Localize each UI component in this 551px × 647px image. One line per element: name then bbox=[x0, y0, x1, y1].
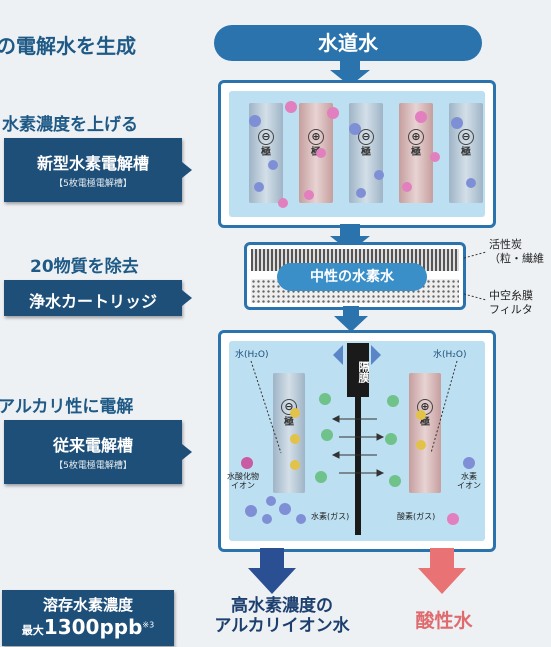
electrode-word: 極 bbox=[411, 147, 421, 158]
new-electrolysis-unit: ⊖ 極 ⊕ 極 ⊖ 極 ⊕ 極 ⊖ 極 bbox=[218, 80, 496, 228]
section1-callout-title: 新型水素電解槽 bbox=[36, 154, 149, 173]
alkaline-outflow-arrow bbox=[248, 548, 296, 594]
acid-outflow-arrow bbox=[418, 548, 466, 594]
badge-note: ※3 bbox=[142, 620, 155, 630]
right-chevron bbox=[371, 345, 381, 365]
hydrogen-gas-bubbles bbox=[245, 496, 306, 524]
section1-heading: 水素濃度を上げる bbox=[2, 115, 138, 135]
tap-water-banner: 水道水 bbox=[214, 25, 482, 61]
negative-sign: ⊖ bbox=[458, 129, 474, 145]
hydrogen-ion-label: 水素 イオン bbox=[457, 472, 481, 491]
hydroxide-ion-label: 水酸化物 イオン bbox=[227, 472, 259, 491]
hydroxide-ion bbox=[241, 457, 253, 469]
unit1-electrode-negative-2: ⊖ 極 bbox=[349, 103, 383, 203]
hollow-fiber-sub: フィルタ bbox=[489, 302, 533, 316]
section3-callout-title: 従来電解槽 bbox=[52, 436, 133, 455]
activated-carbon-title: 活性炭 bbox=[489, 238, 522, 251]
positive-sign: ⊕ bbox=[308, 129, 324, 145]
unit3-electrode-negative: ⊖ 極 bbox=[273, 373, 305, 493]
membrane bbox=[355, 395, 361, 535]
hydroxide-ion-line2: イオン bbox=[231, 480, 255, 490]
negative-sign: ⊖ bbox=[281, 399, 297, 415]
left-chevron bbox=[333, 345, 343, 365]
section3-callout: 従来電解槽 【5枚電極電解槽】 bbox=[4, 420, 182, 484]
negative-sign: ⊖ bbox=[358, 129, 374, 145]
filter-cartridge-unit: 中性の水素水 bbox=[244, 242, 466, 310]
section3-callout-sub: 【5枚電極電解槽】 bbox=[54, 461, 132, 471]
hydrogen-gas-label: 水素(ガス) bbox=[311, 512, 350, 521]
electrode-word: 極 bbox=[361, 147, 371, 158]
hydrogen-ion-line1: 水素 bbox=[461, 472, 477, 481]
water-right-label: 水(H₂O) bbox=[433, 350, 467, 360]
unit3-electrode-positive: ⊕ 極 bbox=[409, 373, 441, 493]
activated-carbon-label: 活性炭 （粒・繊維 bbox=[489, 238, 544, 266]
positive-sign: ⊕ bbox=[408, 129, 424, 145]
hydrogen-ion-line2: イオン bbox=[457, 480, 481, 490]
activated-carbon-sub: （粒・繊維 bbox=[489, 251, 544, 265]
badge-title: 溶存水素濃度 bbox=[42, 596, 133, 614]
alkaline-water-label: 高水素濃度の アルカリイオン水 bbox=[182, 596, 382, 637]
section2-callout: 浄水カートリッジ bbox=[4, 280, 182, 316]
section2-callout-title: 浄水カートリッジ bbox=[28, 292, 157, 311]
neutral-hydrogen-water-pill: 中性の水素水 bbox=[277, 263, 427, 291]
hollow-fiber-label: 中空糸膜 フィルタ bbox=[489, 289, 533, 317]
section3-heading: アルカリ性に電解 bbox=[0, 397, 134, 417]
negative-sign: ⊖ bbox=[258, 129, 274, 145]
water-left-label: 水(H₂O) bbox=[235, 350, 269, 360]
filter-leader-lines bbox=[464, 251, 487, 301]
section1-pointer bbox=[182, 162, 192, 178]
conventional-electrolysis-unit: 水(H₂O) 水(H₂O) ⊖ 極 ⊕ 極 隔膜 bbox=[218, 330, 496, 552]
hydrogen-ion bbox=[463, 457, 475, 469]
section1-callout-sub: 【5枚電極電解槽】 bbox=[54, 179, 132, 189]
badge-value: 1300ppb bbox=[43, 615, 143, 639]
unit1-bubbles bbox=[249, 101, 476, 208]
unit3-diagram bbox=[241, 345, 475, 525]
membrane-label-box: 隔膜 bbox=[347, 343, 370, 397]
flow-arrow-2 bbox=[334, 306, 368, 332]
green-ions bbox=[315, 393, 401, 487]
badge-prefix: 最大 bbox=[21, 624, 44, 637]
electrode-word: 極 bbox=[284, 417, 294, 428]
hollow-fiber-title: 中空糸膜 bbox=[489, 289, 533, 302]
tap-water-label: 水道水 bbox=[318, 31, 378, 55]
membrane-label: 隔膜 bbox=[357, 360, 370, 383]
hydroxide-ion-line1: 水酸化物 bbox=[227, 472, 259, 481]
section2-heading: 20物質を除去 bbox=[30, 257, 139, 277]
inflow-arrow bbox=[330, 60, 370, 86]
electrode-word: 極 bbox=[261, 147, 271, 158]
electrode-word: 極 bbox=[461, 147, 471, 158]
oxygen-bubbles bbox=[278, 101, 440, 208]
acid-water-label: 酸性水 bbox=[415, 610, 473, 632]
section3-pointer bbox=[182, 444, 192, 460]
alkaline-water-line2: アルカリイオン水 bbox=[214, 616, 350, 637]
hydrogen-bubbles bbox=[249, 115, 476, 198]
page-title: の電解水を生成 bbox=[0, 34, 136, 58]
oxygen-gas-bubble bbox=[447, 513, 459, 525]
electrode-word: 極 bbox=[311, 147, 321, 158]
neutral-hydrogen-water-label: 中性の水素水 bbox=[310, 269, 394, 285]
unit1-electrode-positive-1: ⊕ 極 bbox=[299, 103, 333, 203]
yellow-ions bbox=[290, 408, 426, 470]
section2-pointer bbox=[182, 290, 192, 306]
section1-callout: 新型水素電解槽 【5枚電極電解槽】 bbox=[4, 138, 182, 202]
oxygen-gas-label: 酸素(ガス) bbox=[397, 512, 436, 521]
electrode-word: 極 bbox=[420, 417, 430, 428]
flow-arrow-1 bbox=[330, 224, 370, 252]
alkaline-water-line1: 高水素濃度の bbox=[231, 596, 333, 616]
dissolved-hydrogen-badge: 溶存水素濃度 最大1300ppb※3 bbox=[2, 590, 174, 646]
